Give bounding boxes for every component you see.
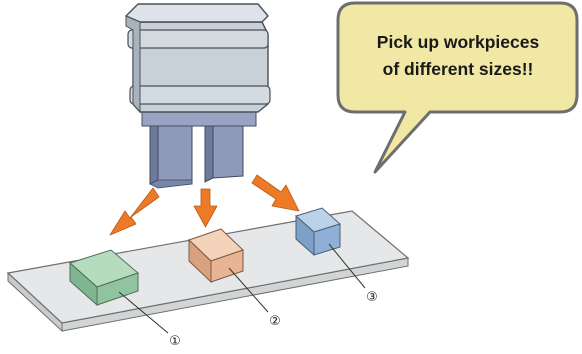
gripper-upper-band (127, 29, 269, 49)
gripper-body-side (125, 15, 141, 114)
workpiece-1-label: ① (169, 334, 181, 349)
leader-line-3 (328, 243, 366, 289)
callout-bubble: Pick up workpieces of different sizes!! (336, 1, 579, 174)
left-finger-front (157, 117, 193, 185)
callout-line-2: of different sizes!! (383, 59, 534, 79)
gripper-body (125, 3, 271, 127)
workpiece-labels: ① ② ③ (118, 243, 378, 349)
gripper-fingers (149, 117, 244, 189)
gripper-lower-band (129, 85, 271, 105)
right-finger-side (204, 117, 214, 183)
workpiece-3 (295, 207, 341, 257)
left-finger-side (149, 117, 159, 185)
pick-arrows (109, 174, 300, 236)
workpiece-2 (188, 228, 244, 284)
workpiece-3-label: ③ (366, 290, 378, 305)
workpiece-3-front (313, 223, 341, 256)
callout-shape (336, 1, 579, 174)
workpiece-2-label: ② (269, 314, 281, 329)
right-finger-front (212, 117, 244, 179)
leader-line-2 (228, 267, 269, 313)
arrow-left (109, 187, 160, 236)
callout-line-1: Pick up workpieces (377, 32, 540, 52)
leader-line-1 (118, 291, 169, 334)
workpiece-1 (69, 249, 139, 307)
arrow-center (193, 188, 218, 228)
workpiece-1-front (96, 272, 139, 306)
workpiece-2-front (210, 249, 244, 283)
left-finger-tip (149, 179, 193, 189)
gripper-body-top (125, 3, 269, 23)
arrow-right (251, 174, 300, 212)
